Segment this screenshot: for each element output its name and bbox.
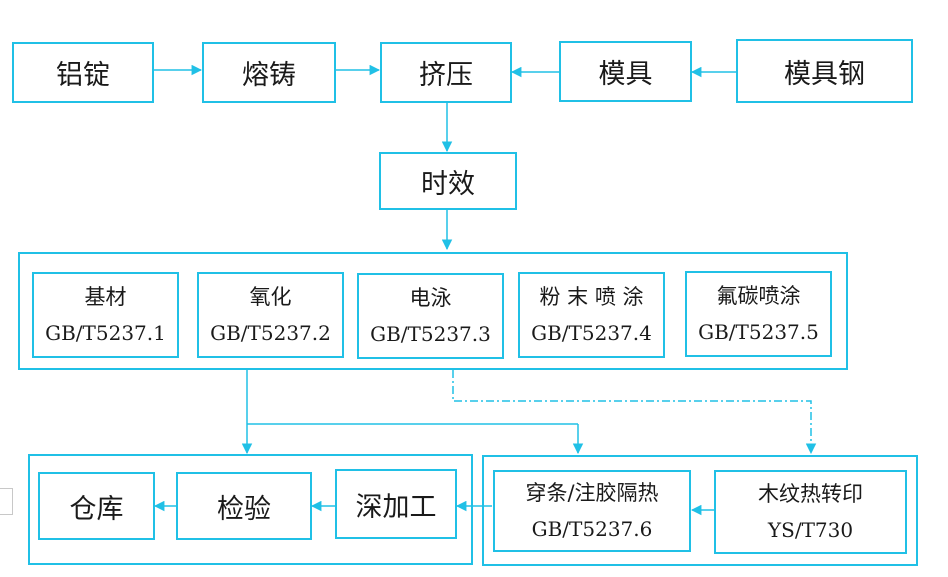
treatment-base-material: 基材 GB/T5237.1 <box>32 272 179 358</box>
treatment-name: 氧化 <box>249 285 292 309</box>
treatment-electrophoresis: 电泳 GB/T5237.3 <box>357 273 504 359</box>
warehouse-label: 仓库 <box>69 493 124 525</box>
treatment-standard: GB/T5237.4 <box>531 321 652 345</box>
treatment-anodizing: 氧化 GB/T5237.2 <box>197 272 344 358</box>
treatment-standard: GB/T5237.2 <box>210 321 331 345</box>
treatment-powder-coating: 粉 末 喷 涂 GB/T5237.4 <box>518 272 665 358</box>
box-casting: 熔铸 <box>202 42 336 103</box>
box-die-steel: 模具钢 <box>736 39 913 103</box>
dashdot-line-to-woodgrain <box>452 370 817 455</box>
die-steel-label: 模具钢 <box>784 58 865 90</box>
post-processing-group <box>482 455 918 566</box>
treatment-fluorocarbon-coating: 氟碳喷涂 GB/T5237.5 <box>685 271 832 357</box>
treatment-name: 粉 末 喷 涂 <box>539 285 644 309</box>
aluminum-ingot-label: 铝锭 <box>56 60 110 91</box>
treatment-name: 氟碳喷涂 <box>716 284 801 308</box>
treatment-name: 基材 <box>84 285 127 309</box>
extrusion-label: 挤压 <box>419 60 473 91</box>
treatment-standard: GB/T5237.5 <box>698 320 819 344</box>
box-extrusion: 挤压 <box>380 42 512 103</box>
box-aging: 时效 <box>379 152 517 210</box>
thermal-break-standard: GB/T5237.6 <box>531 517 653 541</box>
box-warehouse: 仓库 <box>38 472 155 540</box>
casting-label: 熔铸 <box>242 60 296 91</box>
treatment-name: 电泳 <box>409 286 452 310</box>
surface-treatment-group <box>18 252 848 370</box>
box-aluminum-ingot: 铝锭 <box>12 42 154 103</box>
inspection-label: 检验 <box>217 493 271 525</box>
treatment-standard: GB/T5237.1 <box>45 321 166 345</box>
die-label: 模具 <box>598 59 653 90</box>
box-die: 模具 <box>559 41 692 102</box>
wood-grain-name: 木纹热转印 <box>758 482 863 506</box>
aging-label: 时效 <box>421 168 475 200</box>
thermal-break-name: 穿条/注胶隔热 <box>525 481 659 505</box>
box-thermal-break: 穿条/注胶隔热 GB/T5237.6 <box>493 470 691 552</box>
finishing-group <box>28 454 473 565</box>
deep-processing-label: 深加工 <box>355 491 437 523</box>
box-wood-grain-transfer: 木纹热转印 YS/T730 <box>714 470 907 554</box>
wood-grain-standard: YS/T730 <box>767 518 854 542</box>
box-deep-processing: 深加工 <box>335 469 457 539</box>
treatment-standard: GB/T5237.3 <box>370 322 491 346</box>
edge-mark <box>0 488 13 515</box>
box-inspection: 检验 <box>176 472 312 540</box>
